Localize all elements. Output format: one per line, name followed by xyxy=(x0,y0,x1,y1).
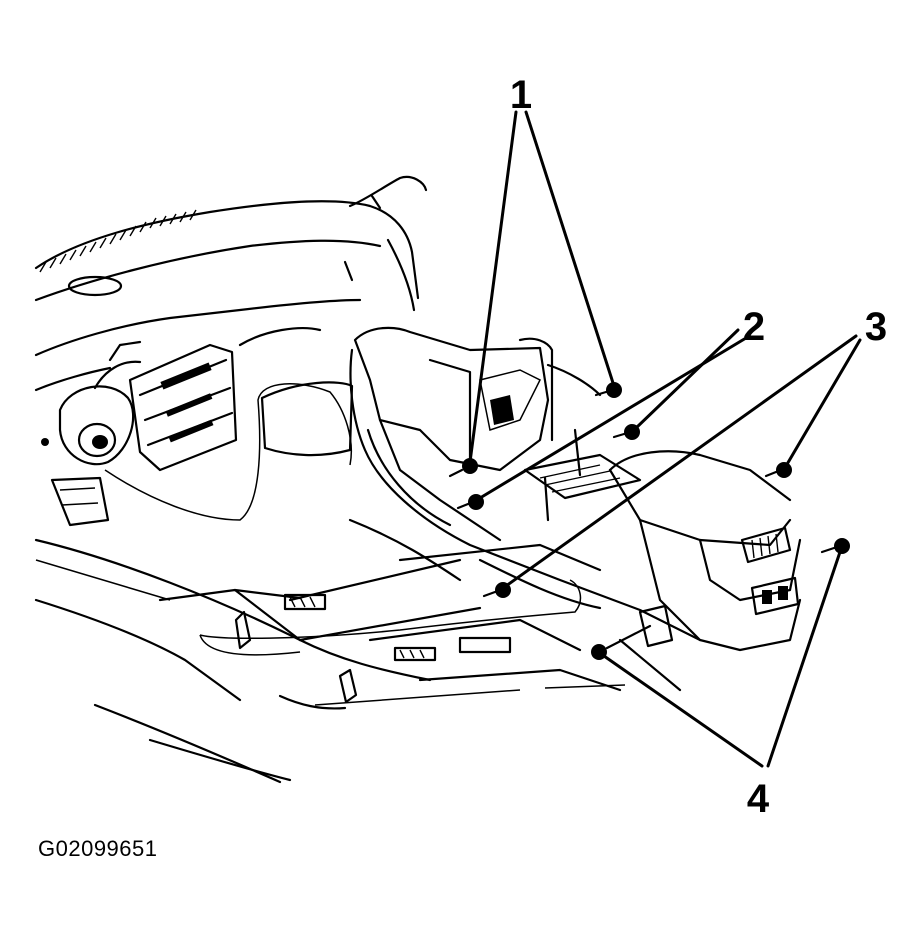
wiring-harness xyxy=(104,383,626,706)
bolt-4a xyxy=(591,624,652,660)
bolt-4b xyxy=(820,538,850,554)
callout-2: 2 xyxy=(743,305,765,349)
fasteners xyxy=(448,382,850,660)
bolt-1b xyxy=(594,382,622,398)
callout-4: 4 xyxy=(747,777,770,821)
instrument-panel xyxy=(34,175,428,527)
floor-console xyxy=(349,326,802,692)
callout-1: 1 xyxy=(510,73,532,117)
leader-lines xyxy=(468,110,862,768)
floor-pan xyxy=(34,518,622,784)
bolt-3b xyxy=(764,462,792,478)
figure-id: G02099651 xyxy=(38,836,158,861)
callout-3: 3 xyxy=(865,305,887,349)
bolt-1a xyxy=(448,458,478,478)
